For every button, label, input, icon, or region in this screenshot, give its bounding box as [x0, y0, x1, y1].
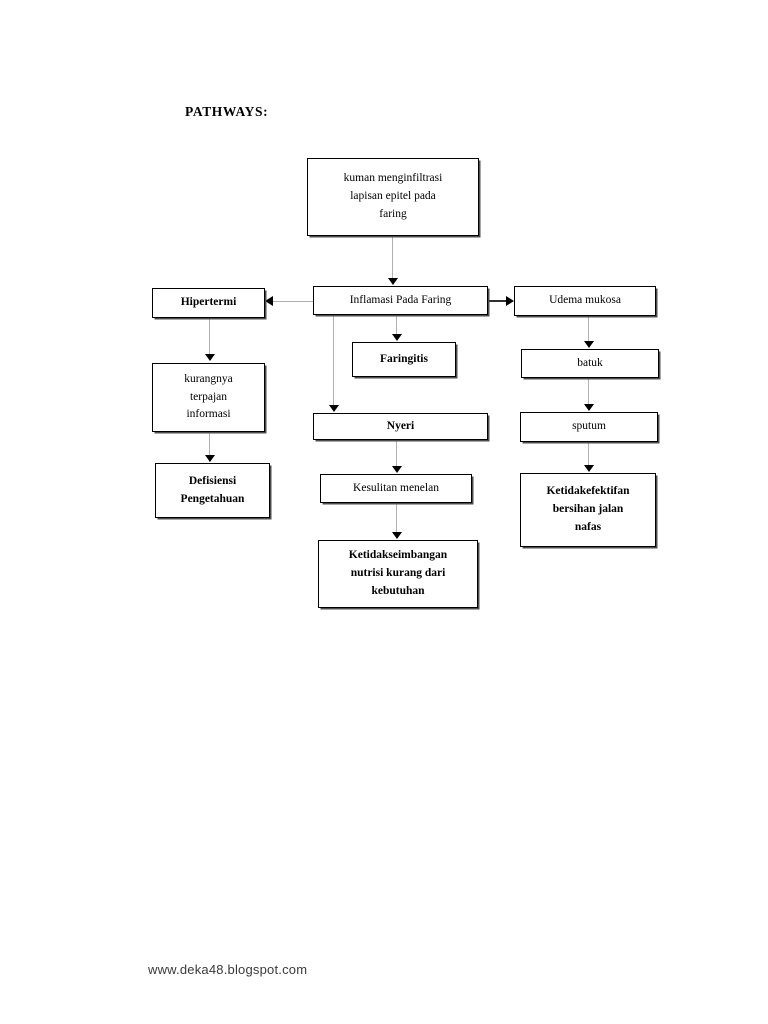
node-label: Faringitis	[380, 352, 428, 365]
node-label: batuk	[577, 356, 603, 369]
node-label: Ketidakefektifan bersihan jalan nafas	[546, 485, 630, 533]
connector-udema-to-batuk	[588, 316, 589, 344]
node-label: sputum	[572, 420, 606, 433]
page-title: PATHWAYS:	[185, 104, 269, 119]
arrowhead-inflamasi-to-udema	[506, 296, 514, 306]
node-ketidakefektifan-bersihan-jalan-nafas[interactable]: Ketidakefektifan bersihan jalan nafas	[520, 473, 656, 547]
node-kuman-menginfiltrasi[interactable]: kuman menginfiltrasi lapisan epitel pada…	[307, 158, 479, 236]
node-label: Ketidakseimbangan nutrisi kurang dari ke…	[348, 549, 448, 597]
connector-hipertermi-to-kurangnya	[209, 318, 210, 356]
arrowhead-kesulitan-to-ketidakseimbangan	[392, 532, 402, 539]
footer-watermark-url: www.deka48.blogspot.com	[148, 962, 308, 977]
node-udema-mukosa[interactable]: Udema mukosa	[514, 286, 656, 316]
arrowhead-nyeri-to-kesulitan	[392, 466, 402, 473]
connector-inflamasi-to-faringitis	[396, 315, 397, 336]
arrowhead-hipertermi-to-kurangnya	[205, 354, 215, 361]
node-defisiensi-pengetahuan[interactable]: Defisiensi Pengetahuan	[155, 463, 270, 518]
node-kurangnya-terpajan-informasi[interactable]: kurangnya terpajan informasi	[152, 363, 265, 432]
node-label: Udema mukosa	[549, 294, 621, 307]
arrowhead-kurangnya-to-defisiensi	[205, 455, 215, 462]
connector-inflamasi-to-hipertermi	[273, 301, 313, 302]
connector-sputum-to-ketidakefektifan	[588, 442, 589, 469]
connector-batuk-to-sputum	[588, 378, 589, 406]
node-batuk[interactable]: batuk	[521, 349, 659, 378]
arrowhead-inflamasi-to-nyeri	[329, 405, 339, 412]
arrowhead-inflamasi-to-faringitis	[392, 334, 402, 341]
arrowhead-kuman-to-inflamasi	[388, 278, 398, 285]
node-label: kuman menginfiltrasi lapisan epitel pada…	[343, 172, 443, 220]
node-label: Inflamasi Pada Faring	[349, 293, 452, 306]
arrowhead-sputum-to-ketidakefektifan	[584, 465, 594, 472]
node-kesulitan-menelan[interactable]: Kesulitan menelan	[320, 474, 472, 503]
node-label: Defisiensi Pengetahuan	[180, 474, 245, 505]
node-nyeri[interactable]: Nyeri	[313, 413, 488, 440]
node-sputum[interactable]: sputum	[520, 412, 658, 442]
arrowhead-inflamasi-to-hipertermi	[265, 296, 273, 306]
connector-kurangnya-to-defisiensi	[209, 432, 210, 462]
node-faringitis[interactable]: Faringitis	[352, 342, 456, 377]
arrowhead-udema-to-batuk	[584, 341, 594, 348]
node-inflamasi-pada-faring[interactable]: Inflamasi Pada Faring	[313, 286, 488, 315]
connector-nyeri-to-kesulitan	[396, 440, 397, 469]
node-ketidakseimbangan-nutrisi[interactable]: Ketidakseimbangan nutrisi kurang dari ke…	[318, 540, 478, 608]
node-label: Hipertermi	[180, 296, 237, 309]
connector-kesulitan-to-ketidakseimbangan	[396, 503, 397, 535]
node-label: kurangnya terpajan informasi	[184, 372, 233, 421]
connector-inflamasi-to-nyeri	[333, 315, 334, 407]
node-hipertermi[interactable]: Hipertermi	[152, 288, 265, 318]
node-label: Nyeri	[386, 419, 415, 432]
arrowhead-batuk-to-sputum	[584, 404, 594, 411]
node-label: Kesulitan menelan	[353, 481, 439, 494]
connector-inflamasi-to-udema	[488, 300, 506, 302]
connector-kuman-to-inflamasi	[392, 236, 393, 280]
